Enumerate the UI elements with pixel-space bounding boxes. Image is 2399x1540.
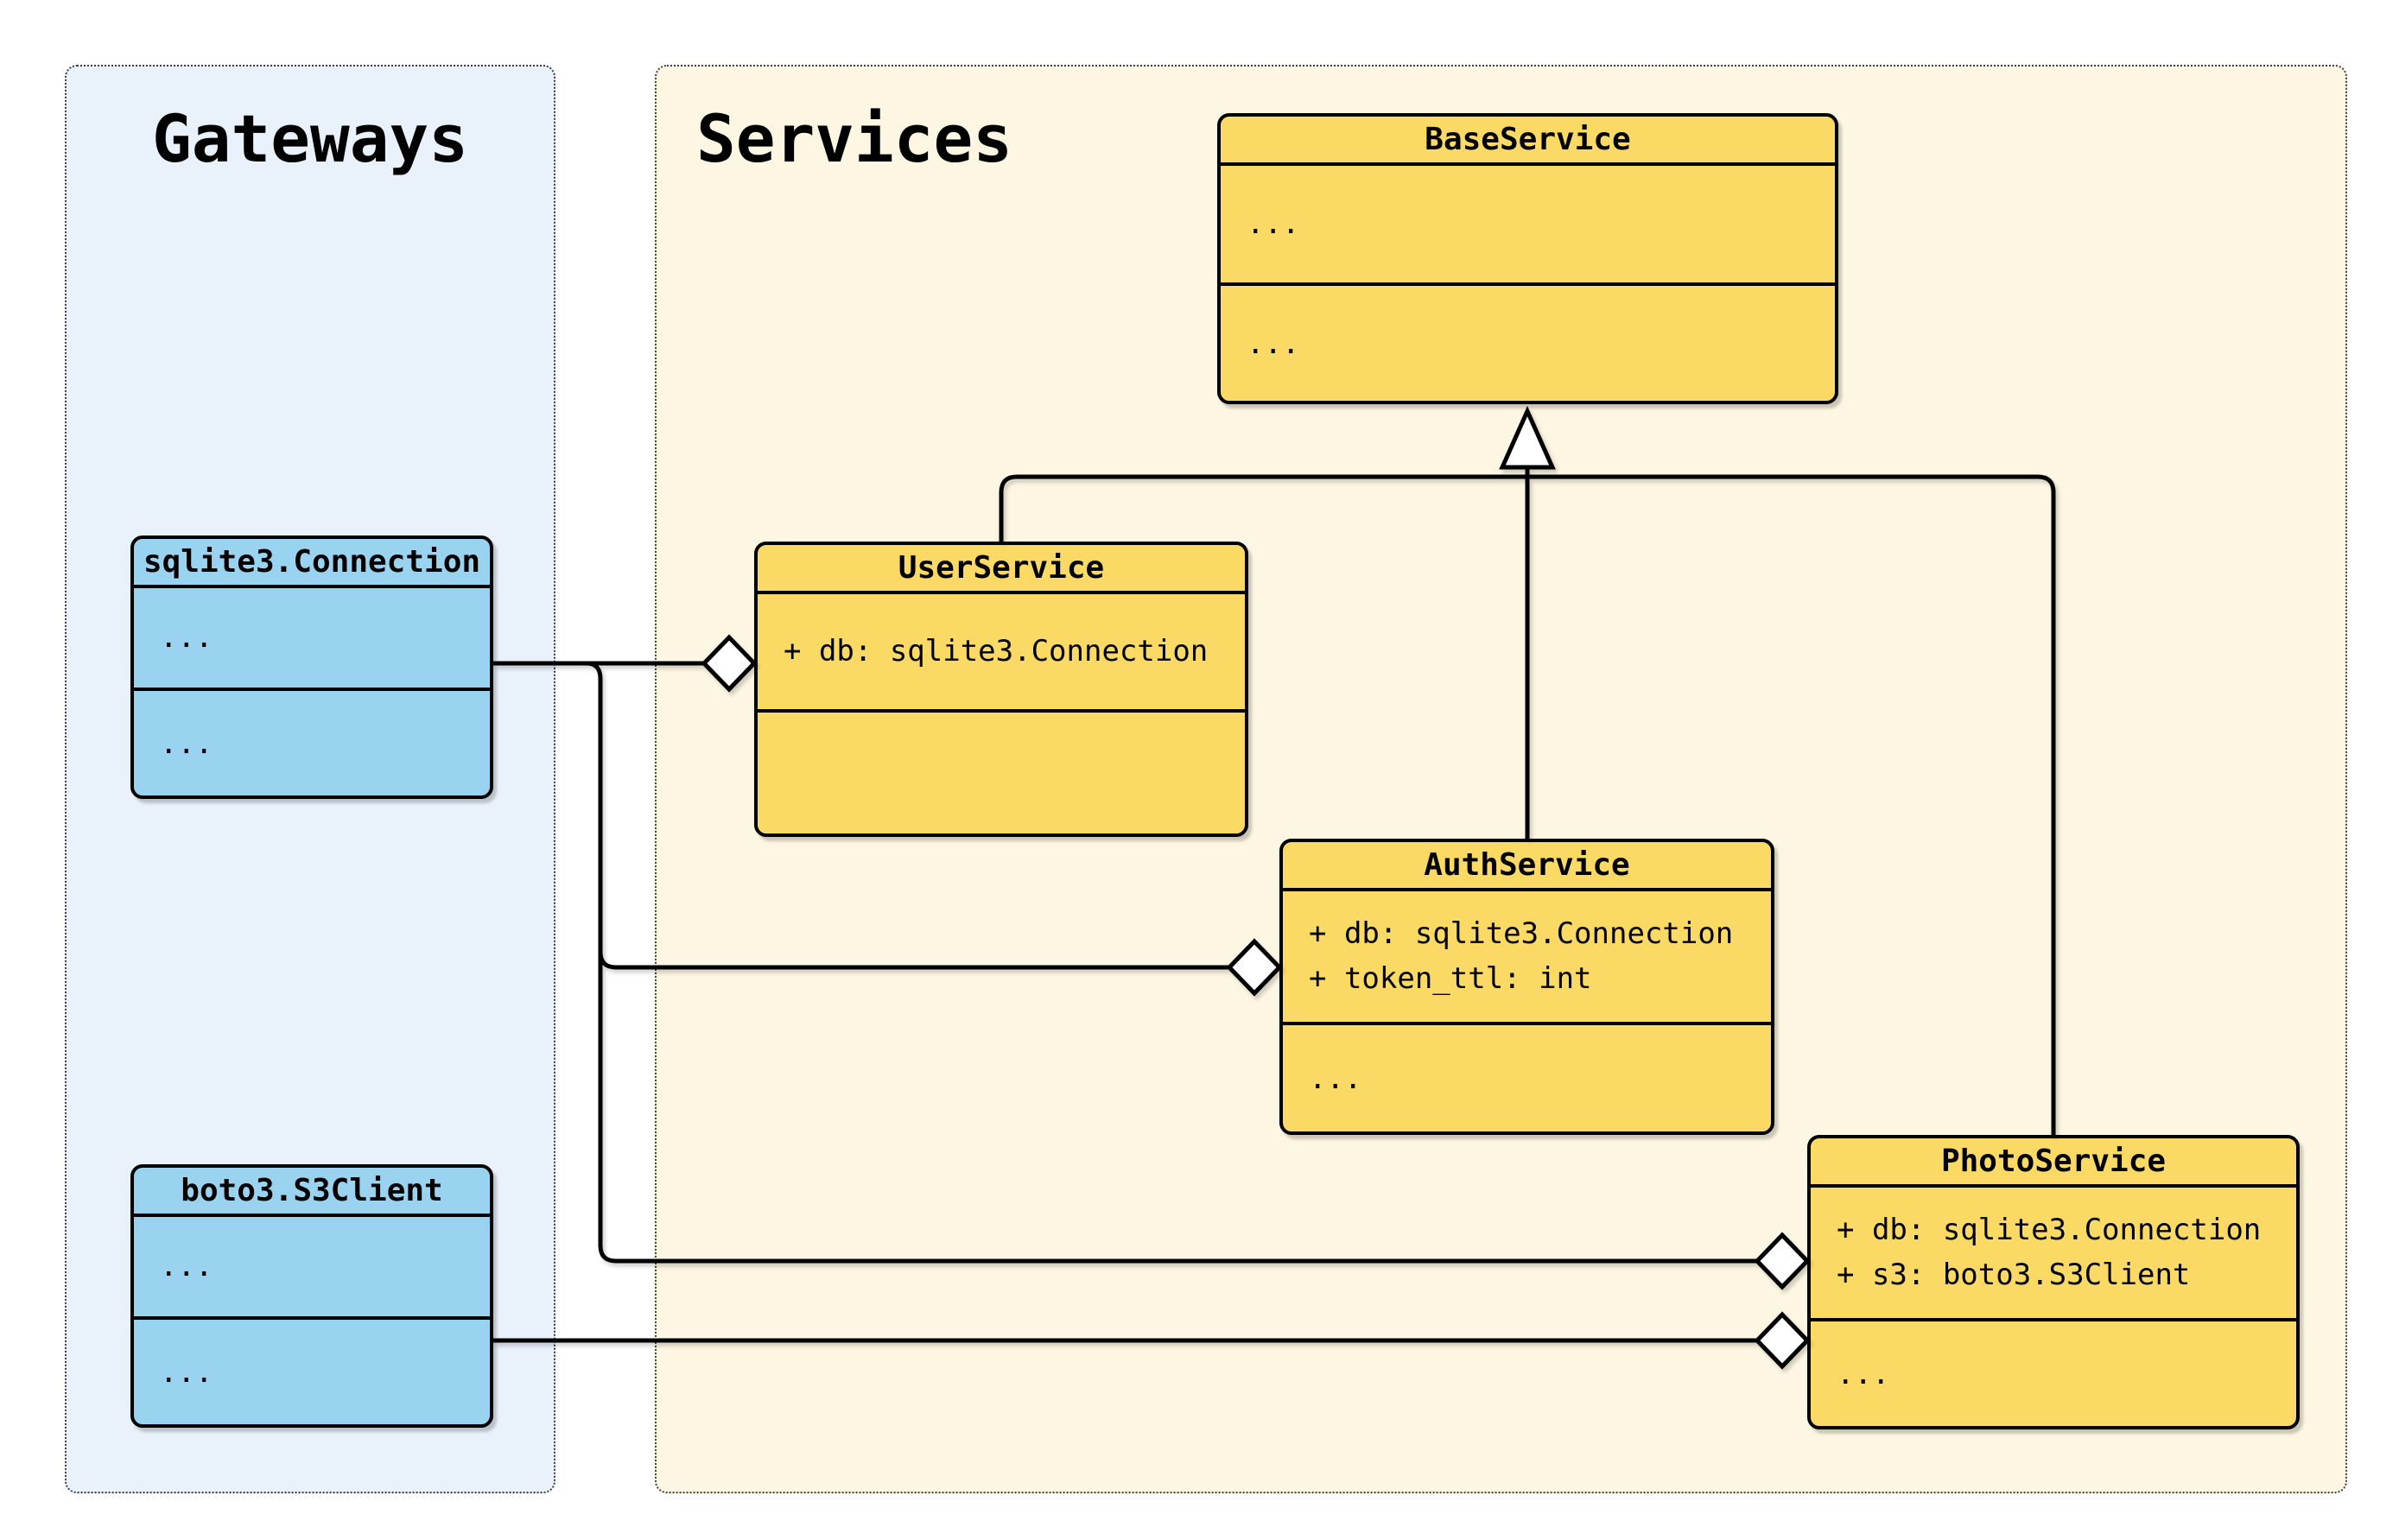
- class-title: sqlite3.Connection: [134, 539, 490, 588]
- attribute-line: ...: [160, 1248, 213, 1283]
- class-title: boto3.S3Client: [134, 1168, 490, 1217]
- class-box-userservice: UserService + db: sqlite3.Connection: [754, 542, 1248, 837]
- class-attributes: + db: sqlite3.Connection + s3: boto3.S3C…: [1811, 1188, 2296, 1321]
- attribute-line: ...: [1247, 206, 1300, 241]
- class-title: BaseService: [1221, 117, 1835, 166]
- attribute-line: + db: sqlite3.Connection: [784, 633, 1209, 669]
- class-attributes: ...: [134, 1217, 490, 1320]
- class-methods: ...: [1221, 286, 1835, 401]
- class-methods: ...: [134, 691, 490, 795]
- class-attributes: ...: [134, 588, 490, 691]
- attribute-line: + db: sqlite3.Connection: [1837, 1213, 2262, 1248]
- class-attributes: + db: sqlite3.Connection: [758, 594, 1245, 713]
- class-box-boto3-s3client: boto3.S3Client ... ...: [130, 1164, 493, 1428]
- method-line: ...: [160, 726, 213, 761]
- class-title: UserService: [758, 545, 1245, 594]
- class-box-authservice: AuthService + db: sqlite3.Connection + t…: [1279, 839, 1774, 1135]
- class-box-baseservice: BaseService ... ...: [1217, 113, 1838, 404]
- attribute-line: + s3: boto3.S3Client: [1837, 1257, 2191, 1292]
- method-line: ...: [1309, 1061, 1362, 1096]
- class-title: AuthService: [1283, 842, 1771, 891]
- method-line: ...: [1837, 1356, 1890, 1391]
- class-box-sqlite3-connection: sqlite3.Connection ... ...: [130, 536, 493, 799]
- class-title: PhotoService: [1811, 1138, 2296, 1188]
- class-attributes: ...: [1221, 166, 1835, 286]
- method-line: ...: [160, 1354, 213, 1390]
- class-methods: ...: [1811, 1321, 2296, 1426]
- attribute-line: + token_ttl: int: [1309, 960, 1592, 996]
- method-line: ...: [1247, 326, 1300, 361]
- class-attributes: + db: sqlite3.Connection + token_ttl: in…: [1283, 891, 1771, 1025]
- gateways-group-title: Gateways: [151, 100, 469, 177]
- class-methods: ...: [1283, 1025, 1771, 1131]
- class-methods: [758, 713, 1245, 833]
- services-group-title: Services: [696, 100, 1013, 177]
- attribute-line: + db: sqlite3.Connection: [1309, 916, 1734, 952]
- attribute-line: ...: [160, 619, 213, 655]
- class-methods: ...: [134, 1320, 490, 1424]
- class-box-photoservice: PhotoService + db: sqlite3.Connection + …: [1807, 1135, 2300, 1429]
